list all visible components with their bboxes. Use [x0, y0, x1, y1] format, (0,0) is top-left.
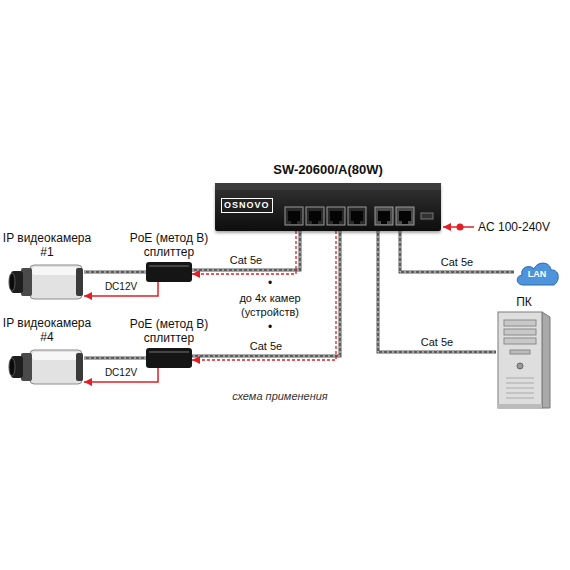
camera-highlight [32, 267, 78, 275]
cable-twist [400, 231, 514, 272]
ip-camera: IP видеокамера #1 [8, 262, 84, 302]
port-cavity [399, 211, 411, 221]
port-cavity [378, 211, 390, 221]
cable-connector [378, 231, 496, 352]
port-cavity [351, 211, 363, 221]
tower-side [542, 312, 550, 408]
cable-line [84, 357, 146, 360]
rj45-port [348, 207, 366, 225]
camera-body [30, 350, 82, 384]
pc-illustration [496, 312, 552, 408]
poe-connector [192, 231, 340, 360]
node-heading: SW-20600/A(80W) [223, 162, 433, 177]
port-cavity [309, 211, 321, 221]
floppy-slot [510, 350, 530, 354]
cable-line [400, 231, 514, 272]
cable-connector [400, 231, 514, 272]
poe-splitter: PoE (метод B) сплиттер [146, 262, 192, 282]
port-latch [312, 221, 318, 224]
port-cavity [330, 211, 342, 221]
edge-label: Cat 5e [248, 340, 284, 353]
power-symbol [457, 224, 464, 231]
camera-illustration [8, 262, 84, 302]
note-text: до 4х камер (устройств) [230, 291, 310, 319]
vent-line [506, 393, 534, 394]
cable-twist [84, 272, 146, 273]
camera-highlight [32, 352, 78, 360]
port-latch [333, 221, 339, 224]
port-latch [381, 221, 387, 224]
cable-line [84, 271, 146, 274]
power-button [517, 363, 523, 369]
lens-glass [9, 273, 15, 291]
splitter-illustration [146, 348, 192, 368]
node-heading: PoE (метод B) сплиттер [119, 231, 219, 259]
lens-glass [9, 358, 15, 376]
edge-label: DC12V [103, 366, 139, 379]
console-port [421, 213, 433, 219]
rj45-port [396, 207, 414, 225]
pc-tower: ПК [496, 312, 552, 408]
cable-twist [192, 231, 340, 356]
ip-camera: IP видеокамера #4 [8, 347, 84, 387]
switch-top-face [215, 183, 441, 190]
edge-label: Cat 5e [228, 254, 264, 267]
port-latch [291, 221, 297, 224]
vent-line [506, 388, 534, 389]
poe-switch: SW-20600/A(80W)OSNOVO [215, 183, 441, 231]
camera-rear [76, 268, 83, 296]
drive-bay [504, 320, 536, 326]
camera-body [30, 265, 82, 299]
bullet-mark: • [262, 276, 278, 290]
vent-line [506, 378, 534, 379]
edge-group [84, 231, 514, 382]
node-label: LAN [514, 269, 560, 280]
camera-illustration [8, 347, 84, 387]
vent-line [506, 398, 534, 399]
splitter-highlight [149, 351, 189, 353]
bullet-mark: • [262, 320, 278, 334]
node-heading: ПК [494, 295, 554, 309]
cable-line [378, 231, 496, 352]
edge-label: DC12V [103, 280, 139, 293]
vent-line [506, 383, 534, 384]
port-latch [354, 221, 360, 224]
rj45-port [306, 207, 324, 225]
brand-logo: OSNOVO [221, 198, 273, 213]
poe-splitter: PoE (метод B) сплиттер [146, 348, 192, 368]
node-heading: PoE (метод B) сплиттер [119, 317, 219, 345]
cable-connector [84, 358, 146, 359]
node-heading: IP видеокамера #4 [2, 316, 92, 344]
rj45-port [285, 207, 303, 225]
node-heading: IP видеокамера #1 [2, 231, 92, 259]
edge-label: Cat 5e [419, 336, 455, 349]
port-cavity [288, 211, 300, 221]
cable-twist [378, 231, 496, 352]
diagram-caption: схема применения [180, 390, 380, 403]
edge-label: Cat 5e [439, 256, 475, 269]
lan-cloud: LAN [514, 258, 560, 286]
power-input-label: AC 100-240V [478, 220, 550, 234]
power-input [443, 224, 474, 231]
cable-line [192, 231, 340, 356]
poe-power-line [192, 231, 336, 360]
tower-front [498, 312, 542, 408]
splitter-highlight [149, 265, 189, 267]
rj45-port [375, 207, 393, 225]
tower-base [498, 404, 542, 408]
splitter-illustration [146, 262, 192, 282]
port-latch [402, 221, 408, 224]
drive-bay [504, 329, 536, 335]
drive-bay [504, 338, 536, 344]
rj45-port [327, 207, 345, 225]
cable-twist [84, 358, 146, 359]
camera-rear [76, 353, 83, 381]
cable-connector [84, 272, 146, 273]
